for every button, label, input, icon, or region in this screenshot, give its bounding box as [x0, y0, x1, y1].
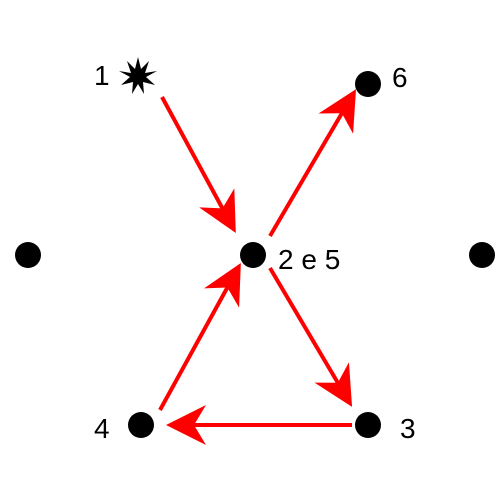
arrow-4-to-5	[158, 262, 241, 411]
arrow-2-to-3	[268, 266, 353, 407]
label-node-1: 1	[94, 60, 110, 91]
node-3	[355, 412, 381, 438]
node-6	[355, 71, 381, 97]
label-node-6: 6	[392, 62, 408, 93]
node-2-5	[240, 242, 266, 268]
arrow-5-to-6	[268, 89, 357, 238]
node-right	[469, 242, 495, 268]
node-left	[15, 242, 41, 268]
label-node-3: 3	[400, 413, 416, 444]
arrow-1-to-2	[160, 96, 236, 234]
label-node-2-5: 2 e 5	[278, 244, 341, 275]
label-node-4: 4	[94, 413, 110, 444]
node-4	[128, 412, 154, 438]
starburst-icon	[119, 57, 157, 94]
